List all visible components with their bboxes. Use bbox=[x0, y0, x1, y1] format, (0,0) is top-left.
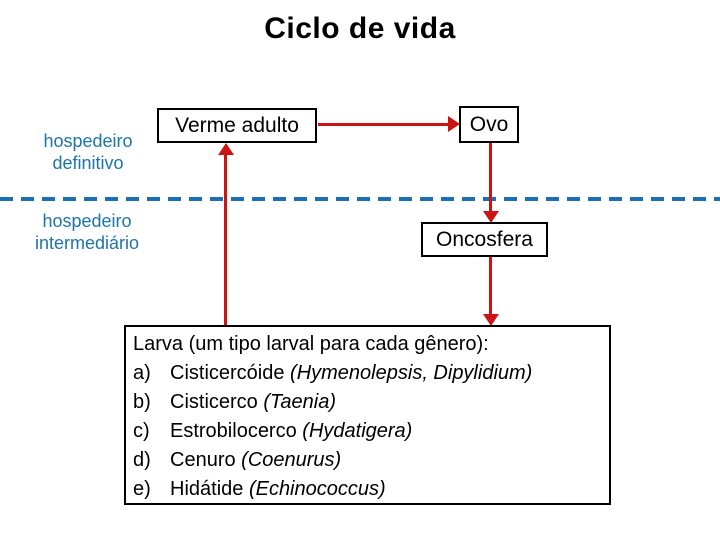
list-item: a)Cisticercóide (Hymenolepsis, Dipylidiu… bbox=[133, 362, 533, 384]
label-intermediate-host: hospedeiro intermediário bbox=[34, 211, 140, 253]
arrowhead-down-icon bbox=[483, 211, 499, 223]
node-adult-worm: Verme adulto bbox=[157, 108, 317, 143]
node-egg: Ovo bbox=[459, 106, 519, 143]
node-adult-worm-label: Verme adulto bbox=[175, 113, 299, 137]
arrowhead-right-icon bbox=[448, 116, 460, 132]
host-divider-dashed-line bbox=[0, 197, 720, 201]
larva-box-heading: Larva (um tipo larval para cada gênero): bbox=[133, 333, 489, 355]
page-title: Ciclo de vida bbox=[264, 12, 456, 45]
node-oncosphere-label: Oncosfera bbox=[436, 227, 533, 251]
connector-egg-to-oncosphere bbox=[489, 143, 492, 211]
list-item: e)Hidátide (Echinococcus) bbox=[133, 478, 386, 500]
node-oncosphere: Oncosfera bbox=[421, 222, 548, 257]
larva-types-box: Larva (um tipo larval para cada gênero):… bbox=[124, 325, 611, 505]
list-item: d)Cenuro (Coenurus) bbox=[133, 449, 342, 471]
node-egg-label: Ovo bbox=[469, 112, 509, 136]
label-definitive-host: hospedeiro definitivo bbox=[43, 131, 133, 173]
connector-larva-to-worm bbox=[224, 153, 227, 325]
list-item: b)Cisticerco (Taenia) bbox=[133, 391, 336, 413]
list-item: c)Estrobilocerco (Hydatigera) bbox=[133, 420, 413, 442]
connector-oncosphere-to-larva bbox=[489, 257, 492, 314]
connector-worm-to-egg bbox=[318, 123, 449, 126]
arrowhead-down-icon bbox=[483, 314, 499, 326]
arrowhead-up-icon bbox=[218, 143, 234, 155]
